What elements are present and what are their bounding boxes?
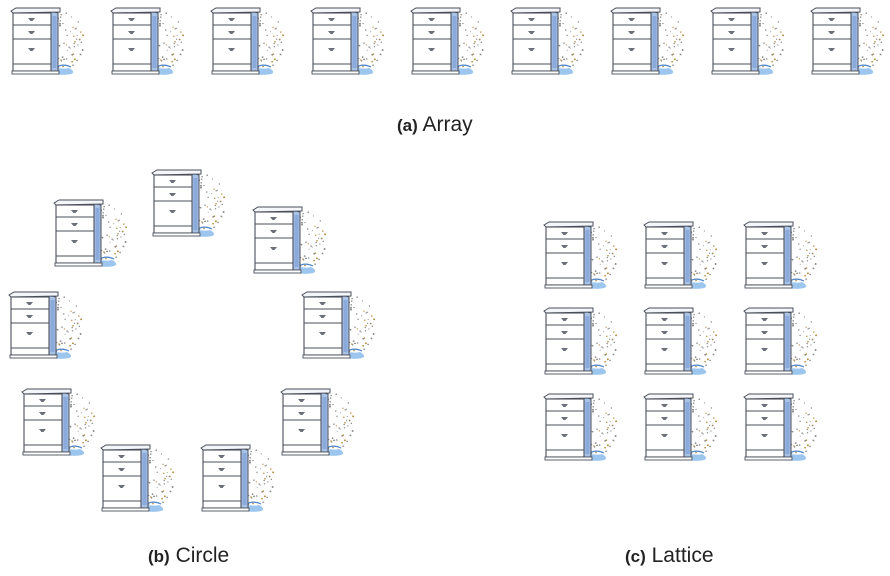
- array-beehive-icon-9: [810, 7, 885, 76]
- array-beehive-icon-6: [510, 7, 585, 76]
- panel-circle: [8, 169, 376, 513]
- lattice-beehive-icon-8: [643, 393, 718, 462]
- caption-lattice-label: Lattice: [651, 544, 714, 567]
- array-beehive-icon-3: [210, 7, 285, 76]
- lattice-beehive-icon-5: [643, 307, 718, 376]
- panel-array: [10, 7, 885, 76]
- circle-beehive-icon-1: [151, 169, 226, 238]
- panel-lattice: [543, 221, 818, 462]
- caption-circle: (b) Circle: [148, 544, 229, 568]
- circle-beehive-icon-6: [100, 444, 175, 513]
- circle-beehive-icon-9: [53, 199, 128, 268]
- caption-array-tag: (a): [397, 116, 418, 135]
- lattice-beehive-icon-9: [743, 393, 818, 462]
- array-beehive-icon-1: [10, 7, 85, 76]
- array-beehive-icon-5: [410, 7, 485, 76]
- circle-beehive-icon-8: [8, 291, 83, 360]
- circle-beehive-icon-4: [280, 388, 355, 457]
- array-beehive-icon-7: [610, 7, 685, 76]
- caption-circle-label: Circle: [175, 544, 230, 567]
- array-beehive-icon-8: [710, 7, 785, 76]
- lattice-beehive-icon-3: [743, 221, 818, 290]
- lattice-beehive-icon-2: [643, 221, 718, 290]
- lattice-beehive-icon-7: [543, 393, 618, 462]
- circle-beehive-icon-2: [252, 206, 327, 275]
- circle-beehive-icon-3: [301, 291, 376, 360]
- lattice-beehive-icon-6: [743, 307, 818, 376]
- lattice-beehive-icon-1: [543, 221, 618, 290]
- circle-beehive-icon-5: [200, 444, 275, 513]
- caption-array: (a) Array: [397, 113, 473, 137]
- array-beehive-icon-4: [310, 7, 385, 76]
- caption-array-label: Array: [422, 113, 473, 136]
- circle-beehive-icon-7: [21, 388, 96, 457]
- lattice-beehive-icon-4: [543, 307, 618, 376]
- caption-lattice: (c) Lattice: [625, 544, 714, 568]
- caption-circle-tag: (b): [148, 547, 170, 566]
- caption-lattice-tag: (c): [625, 547, 646, 566]
- array-beehive-icon-2: [110, 7, 185, 76]
